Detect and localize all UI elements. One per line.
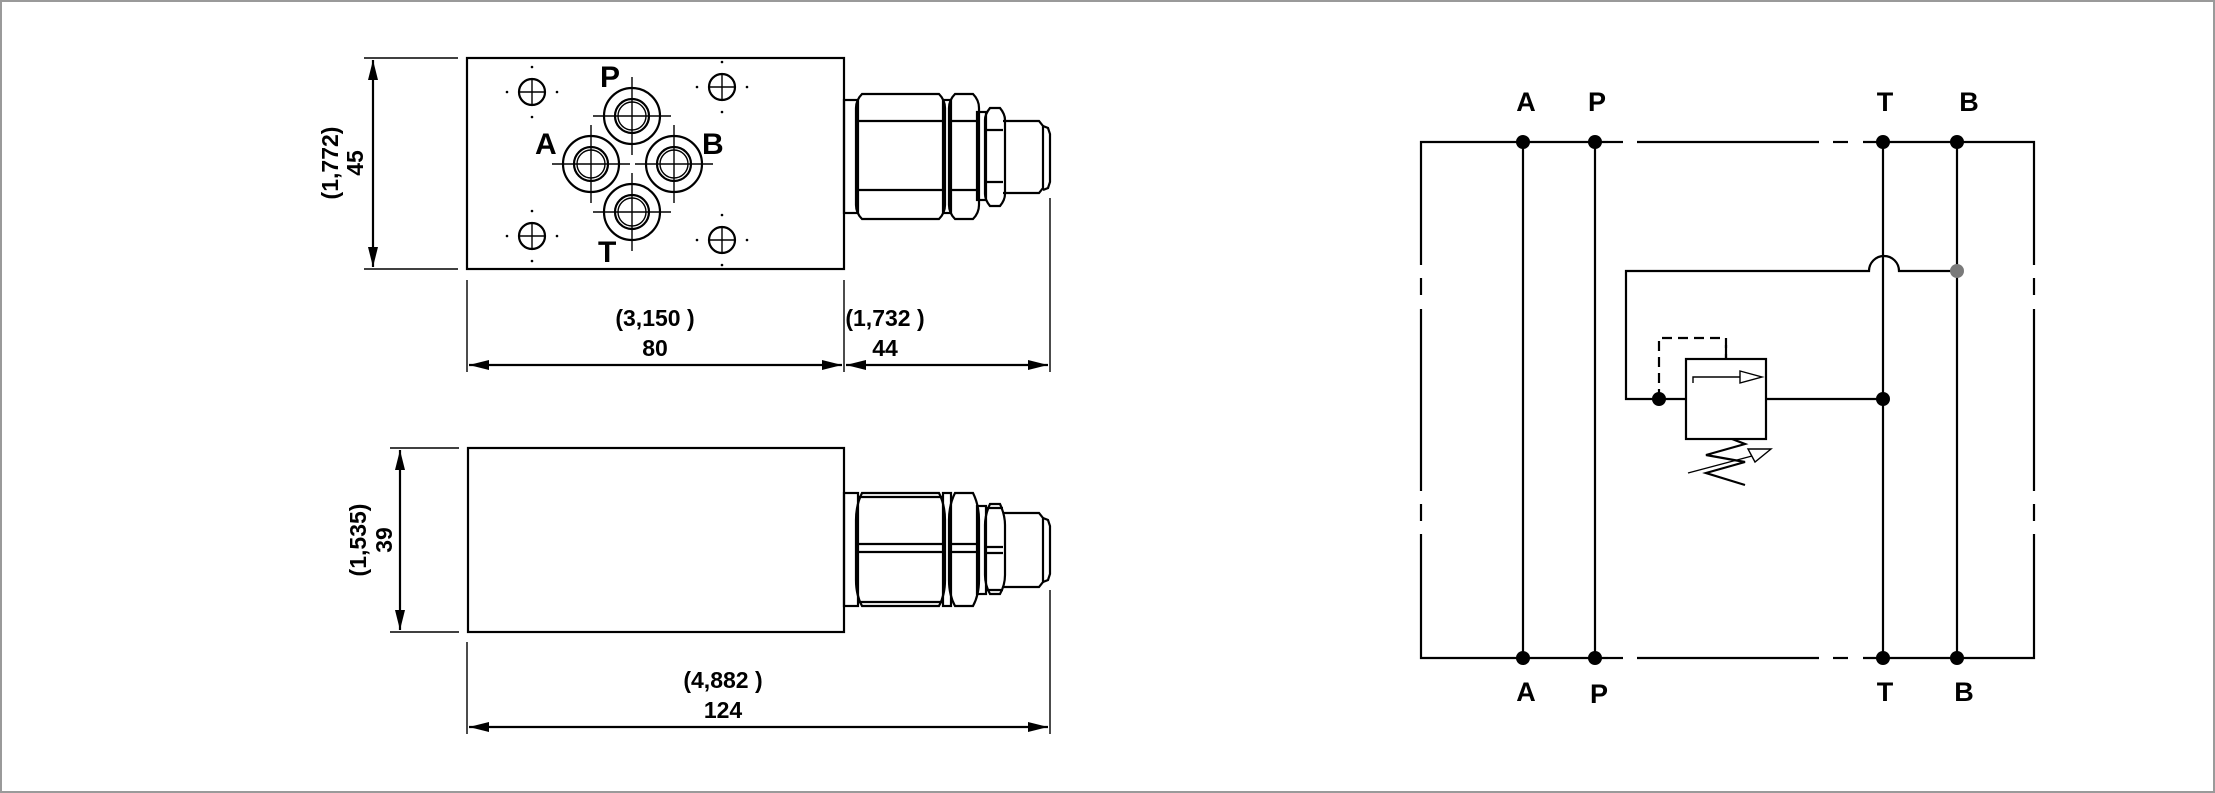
port-label-t: T <box>598 236 616 269</box>
dim-connector-mm: 44 <box>872 335 898 361</box>
schematic-top-label-b: B <box>1959 87 1979 117</box>
hydraulic-schematic: A P T B A P T B <box>1419 87 2036 709</box>
port-label-p: P <box>600 61 620 94</box>
dim-side-height-inch: (1,535) <box>345 504 371 577</box>
connector-fitting-icon <box>842 491 1052 608</box>
schematic-top-label-a: A <box>1516 87 1536 117</box>
mounting-hole-icon <box>505 65 559 119</box>
dim-height-mm: 45 <box>342 150 368 176</box>
port-t-icon <box>593 173 671 251</box>
schematic-bottom-label-b: B <box>1954 677 1974 707</box>
dim-overall-inch: (4,882 ) <box>683 667 762 693</box>
port-label-a: A <box>535 128 557 161</box>
connector-fitting-icon <box>842 92 1052 221</box>
schematic-top-label-p: P <box>1588 87 1606 117</box>
mounting-hole-icon <box>695 60 749 114</box>
mounting-hole-icon <box>505 209 559 263</box>
dim-height-inch: (1,772) <box>317 127 343 200</box>
dim-overall-mm: 124 <box>704 697 743 723</box>
port-p-icon <box>593 77 671 155</box>
dim-body-mm: 80 <box>642 335 668 361</box>
schematic-bottom-label-p: P <box>1590 679 1608 709</box>
schematic-bottom-label-t: T <box>1877 677 1894 707</box>
top-view: P A B T 45 (1,772) <box>317 56 1052 372</box>
side-body <box>466 446 846 634</box>
dim-body-inch: (3,150 ) <box>615 305 694 331</box>
port-a-icon <box>552 125 630 203</box>
schematic-bottom-label-a: A <box>1516 677 1536 707</box>
junction-gray <box>1950 264 1964 278</box>
relief-valve-icon <box>1652 336 1890 487</box>
mounting-hole-icon <box>695 213 749 267</box>
port-label-b: B <box>702 128 724 161</box>
schematic-top-label-t: T <box>1877 87 1894 117</box>
side-view: 39 (1,535) (4,882 ) 124 <box>345 446 1052 734</box>
dim-connector-inch: (1,732 ) <box>845 305 924 331</box>
port-b-icon <box>635 125 713 203</box>
dim-side-height-mm: 39 <box>371 527 397 553</box>
